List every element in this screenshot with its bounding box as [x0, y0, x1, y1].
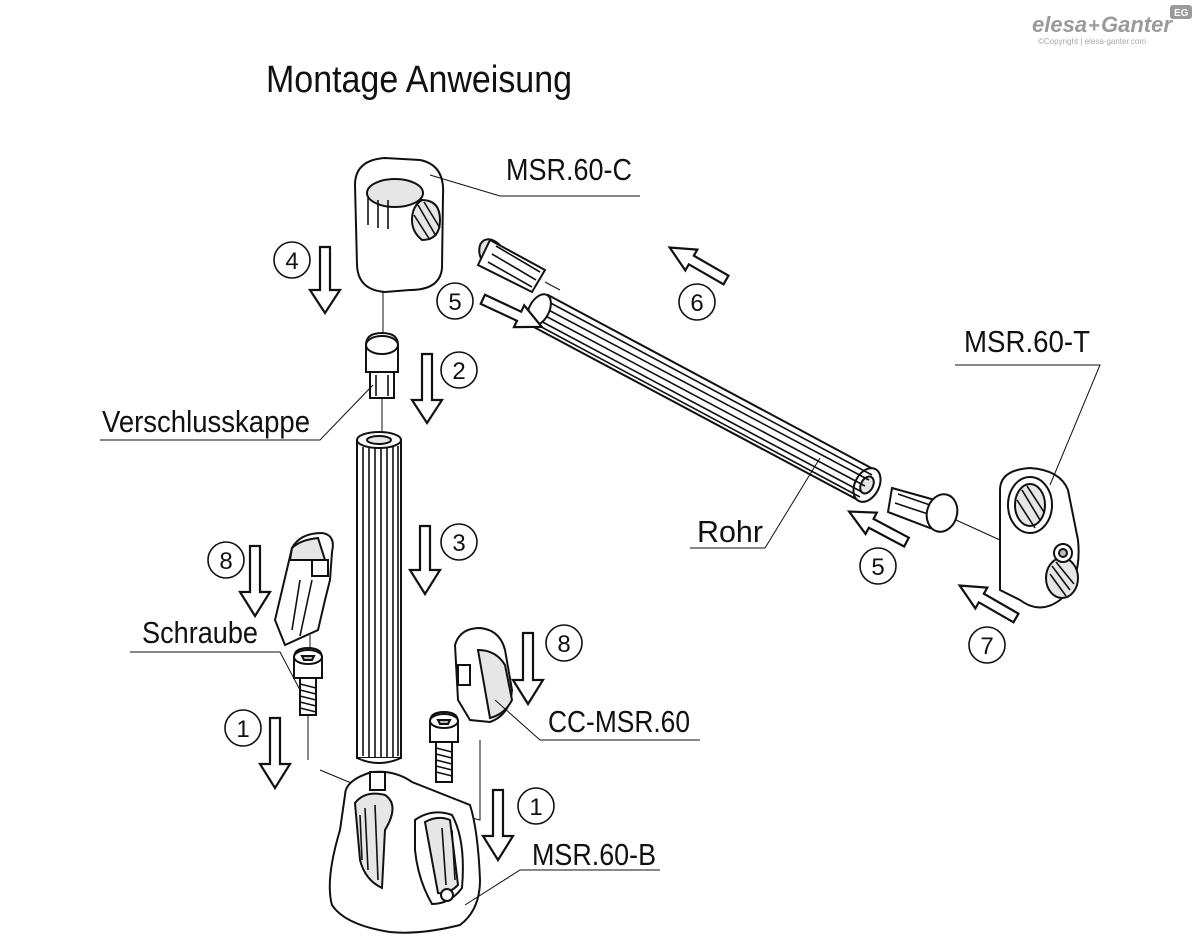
- step-circle-8-right: 8: [545, 624, 583, 662]
- label-schraube: Schraube: [142, 615, 258, 650]
- arrow-down-step2-icon: [409, 352, 445, 426]
- step-circle-7: 7: [968, 626, 1006, 664]
- svg-text:3: 3: [452, 530, 465, 557]
- arrow-down-step8-left-icon: [238, 544, 272, 619]
- tube-vertical-part: [356, 431, 402, 764]
- label-msr60t: MSR.60-T: [964, 324, 1090, 359]
- base-msr60b-part: [319, 740, 482, 934]
- label-rohr: Rohr: [697, 514, 763, 549]
- step-circle-1-left: 1: [224, 709, 262, 747]
- arrow-step6-icon: [667, 246, 730, 286]
- cover-cap-right-part: [453, 626, 514, 724]
- svg-text:5: 5: [871, 554, 884, 581]
- step-circle-2: 2: [440, 351, 478, 389]
- leader-rohr: [690, 457, 821, 549]
- tube-diagonal-part: [526, 293, 882, 503]
- svg-text:5: 5: [448, 289, 461, 316]
- label-ccmsr60: CC-MSR.60: [548, 704, 690, 739]
- label-msr60c: MSR.60-C: [506, 152, 632, 187]
- arrow-down-step8-right-icon: [511, 631, 545, 707]
- leader-msr60b: [464, 869, 660, 906]
- clamp-msr60c-part: [353, 156, 445, 335]
- arrow-step5-right-icon: [846, 510, 911, 548]
- logo-badge: EG: [1174, 8, 1189, 19]
- step-circle-6: 6: [678, 283, 716, 321]
- svg-text:8: 8: [219, 548, 232, 575]
- cover-cap-left-part: [273, 531, 334, 655]
- end-cap-right-part: [886, 486, 1001, 541]
- logo-copyright: ©Copyright | elesa-ganter.com: [1038, 37, 1146, 46]
- step-circle-5-top: 5: [436, 282, 474, 320]
- step-circle-1-right: 1: [517, 787, 555, 825]
- leader-verschlusskappe: [100, 384, 374, 441]
- step-circle-8-left: 8: [207, 541, 245, 579]
- arrow-step5-top-icon: [479, 293, 545, 329]
- page-title: Montage Anweisung: [266, 59, 572, 101]
- arrow-down-step1-right-icon: [481, 788, 515, 863]
- logo-brand-right: Ganter: [1101, 12, 1173, 37]
- leader-msr60c: [429, 174, 640, 197]
- svg-text:4: 4: [285, 248, 298, 275]
- arrow-down-step4-icon: [307, 245, 343, 316]
- logo-brand-left: elesa: [1032, 12, 1087, 37]
- arrow-step7-icon: [957, 584, 1020, 624]
- svg-text:2: 2: [452, 358, 465, 385]
- leader-schraube: [130, 651, 301, 691]
- clamp-msr60t-part: [999, 466, 1080, 609]
- svg-text:7: 7: [980, 633, 993, 660]
- arrow-down-step3-icon: [408, 524, 442, 597]
- screw-right-part: [429, 710, 459, 783]
- svg-text:6: 6: [690, 290, 703, 317]
- leader-msr60t: [955, 364, 1101, 486]
- svg-text:1: 1: [529, 794, 542, 821]
- end-cap-left-part: [476, 238, 561, 294]
- step-circle-4: 4: [273, 241, 311, 279]
- arrow-down-step1-left-icon: [258, 716, 292, 791]
- logo-badge-icon: [1170, 5, 1192, 19]
- label-verschlusskappe: Verschlusskappe: [102, 404, 310, 439]
- screw-left-part: [293, 646, 323, 760]
- brand-logo: elesa + Ganter EG ©Copyright | elesa-gan…: [1032, 5, 1192, 46]
- step-circle-3: 3: [440, 523, 478, 561]
- end-cap-vertical-part: [365, 331, 399, 432]
- svg-text:1: 1: [236, 716, 249, 743]
- logo-brand-plus: +: [1088, 15, 1100, 37]
- svg-text:8: 8: [557, 631, 570, 658]
- label-msr60b: MSR.60-B: [532, 837, 656, 872]
- step-circle-5-right: 5: [859, 547, 897, 585]
- leader-ccmsr60: [494, 699, 700, 741]
